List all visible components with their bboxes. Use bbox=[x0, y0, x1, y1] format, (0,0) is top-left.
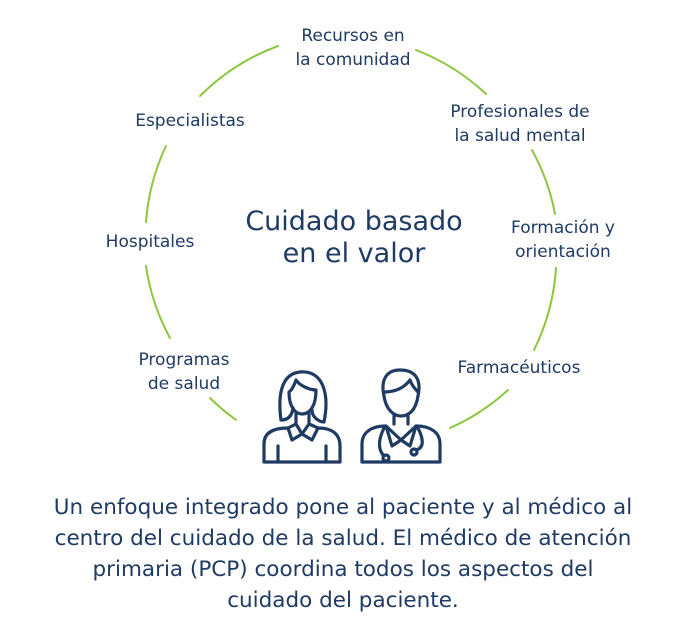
node-label: la salud mental bbox=[454, 126, 586, 146]
ring-arc bbox=[145, 265, 171, 339]
node-label: Recursos en bbox=[301, 26, 405, 46]
ring-arc bbox=[209, 397, 237, 421]
node-label: Especialistas bbox=[135, 111, 245, 131]
caption-line: primaria (PCP) coordina todos los aspect… bbox=[92, 557, 594, 582]
caption-line: centro del cuidado de la salud. El médic… bbox=[54, 526, 632, 551]
node-salud-mental: Profesionales de la salud mental bbox=[438, 100, 602, 148]
center-title-line: Cuidado basado bbox=[245, 206, 463, 237]
ring-arc bbox=[145, 145, 167, 223]
node-label: Formación y bbox=[511, 218, 615, 238]
ring-arc bbox=[449, 389, 509, 429]
caption-line: Un enfoque integrado pone al paciente y … bbox=[53, 495, 633, 520]
caption-line: cuidado del paciente. bbox=[227, 588, 459, 613]
node-farmaceuticos: Farmacéuticos bbox=[445, 356, 593, 380]
patient-icon bbox=[262, 370, 342, 464]
node-hospitales: Hospitales bbox=[92, 230, 208, 254]
caption: Un enfoque integrado pone al paciente y … bbox=[0, 492, 686, 616]
ring-arc bbox=[531, 149, 556, 215]
node-label: de salud bbox=[147, 374, 221, 394]
ring-arc bbox=[533, 267, 557, 351]
node-formacion: Formación y orientación bbox=[499, 216, 627, 264]
ring-arc bbox=[415, 49, 487, 95]
node-label: Profesionales de bbox=[450, 102, 590, 122]
doctor-icon bbox=[360, 368, 442, 464]
node-especialistas: Especialistas bbox=[122, 109, 258, 133]
node-label: Programas bbox=[138, 350, 230, 370]
ring-arc bbox=[199, 45, 279, 97]
center-title: Cuidado basado en el valor bbox=[204, 206, 504, 270]
node-label: Hospitales bbox=[105, 232, 195, 252]
center-title-line: en el valor bbox=[282, 238, 426, 269]
node-label: orientación bbox=[515, 242, 611, 262]
node-programas-salud: Programas de salud bbox=[126, 348, 242, 396]
node-label: Farmacéuticos bbox=[457, 358, 581, 378]
node-recursos-comunidad: Recursos en la comunidad bbox=[278, 24, 428, 72]
node-label: la comunidad bbox=[295, 50, 411, 70]
